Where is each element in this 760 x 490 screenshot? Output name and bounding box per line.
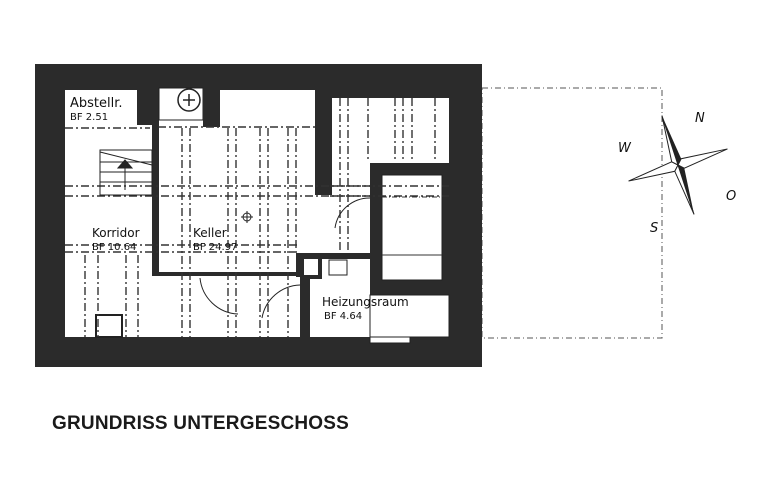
compass-south: S bbox=[650, 221, 658, 236]
drain-icon bbox=[241, 211, 253, 223]
compass-east: O bbox=[726, 189, 736, 204]
boiler-box bbox=[369, 294, 450, 338]
door-swings bbox=[199, 197, 371, 319]
page-title: GRUNDRISS UNTERGESCHOSS bbox=[52, 413, 350, 434]
interior-walls bbox=[137, 87, 449, 344]
staircase bbox=[99, 149, 153, 196]
compass-north: N bbox=[695, 111, 705, 126]
room-name-abstellr: Abstellr. bbox=[70, 96, 123, 111]
room-area-abstellr: BF 2.51 bbox=[70, 112, 108, 123]
compass-west: W bbox=[618, 141, 632, 156]
room-name-korridor: Korridor bbox=[92, 226, 140, 240]
room-area-keller: BF 24.97 bbox=[193, 242, 237, 253]
cabinet bbox=[381, 174, 443, 281]
room-area-korridor: BF 10.64 bbox=[92, 242, 136, 253]
room-area-heizungsraum: BF 4.64 bbox=[324, 311, 362, 322]
room-name-heizungsraum: Heizungsraum bbox=[322, 295, 409, 309]
compass-rose-icon bbox=[628, 115, 728, 215]
terrace-outline bbox=[481, 87, 663, 339]
room-name-keller: Keller bbox=[193, 226, 227, 240]
grid-lines bbox=[65, 98, 449, 337]
